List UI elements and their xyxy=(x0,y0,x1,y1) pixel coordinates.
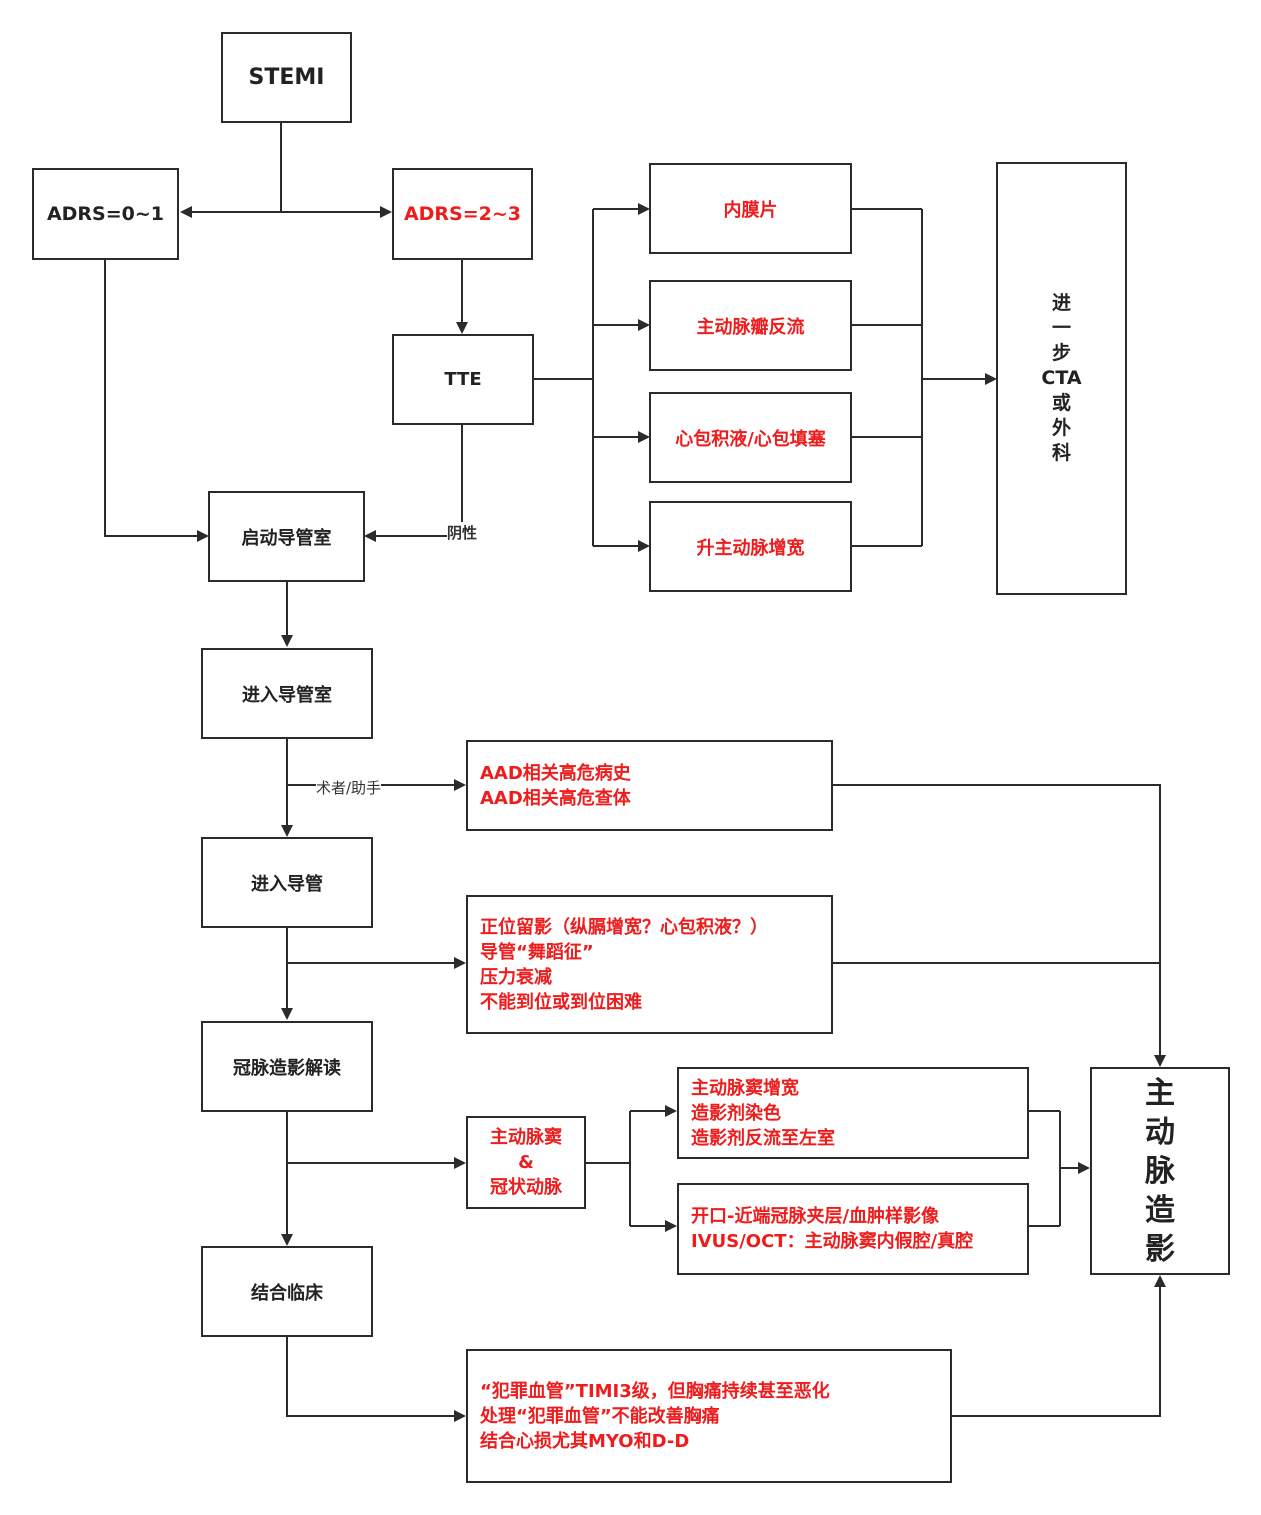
edge-clinical-to-findings xyxy=(286,1337,466,1422)
further-char: 步 xyxy=(1051,342,1071,364)
ostium-finding-line: IVUS/OCT：主动脉窦内假腔/真腔 xyxy=(691,1231,974,1252)
edge-tte-negative xyxy=(364,425,463,542)
aortography-char: 影 xyxy=(1145,1231,1175,1267)
sinus-finding-line: 造影剂染色 xyxy=(691,1102,781,1124)
node-catheter-signs: 正位留影（纵膈增宽？心包积液？） 导管“舞蹈征” 压力衰减 不能到位或到位困难 xyxy=(466,895,833,1034)
node-further-cta-surgery: 进 一 步 CTA 或 外 科 xyxy=(996,162,1127,595)
node-intimal-flap: 内膜片 xyxy=(649,163,852,254)
node-pericardial-effusion: 心包积液/心包填塞 xyxy=(649,392,852,483)
aad-risk-line: AAD相关高危病史 xyxy=(480,762,631,784)
sinus-coronary-line: & xyxy=(518,1152,534,1173)
aortography-char: 脉 xyxy=(1145,1153,1175,1189)
node-enter-cath-lab: 进入导管室 xyxy=(201,648,373,739)
clinical-finding-line: “犯罪血管”TIMI3级，但胸痛持续甚至恶化 xyxy=(480,1380,830,1402)
further-char: CTA xyxy=(1041,367,1082,389)
sinus-coronary-line: 冠状动脉 xyxy=(490,1177,562,1198)
aortography-char: 主 xyxy=(1145,1075,1175,1111)
node-adrs-low: ADRS=0~1 xyxy=(32,168,179,260)
clinical-finding-line: 处理“犯罪血管”不能改善胸痛 xyxy=(480,1405,720,1427)
further-char: 进 xyxy=(1051,292,1071,314)
edge-label-negative: 阴性 xyxy=(447,522,478,543)
node-tte: TTE xyxy=(392,334,534,425)
aortography-char: 动 xyxy=(1145,1114,1175,1150)
catheter-sign-line: 压力衰减 xyxy=(480,966,552,988)
node-aortic-regurgitation: 主动脉瓣反流 xyxy=(649,280,852,371)
node-combine-clinical: 结合临床 xyxy=(201,1246,373,1337)
node-ostium-findings: 开口-近端冠脉夹层/血肿样影像 IVUS/OCT：主动脉窦内假腔/真腔 xyxy=(677,1183,1029,1275)
further-char: 科 xyxy=(1051,442,1071,464)
node-aortography: 主 动 脉 造 影 xyxy=(1090,1067,1230,1275)
clinical-finding-line: 结合心损尤其MYO和D-D xyxy=(480,1430,690,1452)
node-aad-risk: AAD相关高危病史 AAD相关高危查体 xyxy=(466,740,833,831)
node-ascending-dilation: 升主动脉增宽 xyxy=(649,501,852,592)
edge-aad-to-aortography xyxy=(833,784,1166,1067)
node-sinus-coronary: 主动脉窦 & 冠状动脉 xyxy=(466,1116,586,1209)
node-activate-cath-lab: 启动导管室 xyxy=(208,491,365,582)
edge-clinical-findings-to-aortography xyxy=(951,1275,1166,1417)
sinus-coronary-line: 主动脉窦 xyxy=(490,1127,562,1148)
node-enter-catheter: 进入导管 xyxy=(201,837,373,928)
aad-risk-line: AAD相关高危查体 xyxy=(480,787,631,809)
further-char: 一 xyxy=(1051,317,1071,339)
node-clinical-findings: “犯罪血管”TIMI3级，但胸痛持续甚至恶化 处理“犯罪血管”不能改善胸痛 结合… xyxy=(466,1349,952,1483)
catheter-sign-line: 不能到位或到位困难 xyxy=(480,991,642,1013)
further-char: 或 xyxy=(1051,392,1071,414)
ostium-finding-line: 开口-近端冠脉夹层/血肿样影像 xyxy=(691,1206,940,1227)
catheter-sign-line: 正位留影（纵膈增宽？心包积液？） xyxy=(480,916,768,938)
node-stemi: STEMI xyxy=(221,32,352,123)
sinus-finding-line: 造影剂反流至左室 xyxy=(691,1127,835,1149)
catheter-sign-line: 导管“舞蹈征” xyxy=(480,941,594,963)
edge-label-operator: 术者/助手 xyxy=(316,777,382,798)
further-char: 外 xyxy=(1051,417,1071,439)
edge-adrs-low-to-activate xyxy=(104,260,209,542)
node-coronary-reading: 冠脉造影解读 xyxy=(201,1021,373,1112)
node-adrs-high: ADRS=2~3 xyxy=(392,168,533,260)
sinus-finding-line: 主动脉窦增宽 xyxy=(691,1077,799,1099)
aortography-char: 造 xyxy=(1145,1192,1175,1228)
node-sinus-findings: 主动脉窦增宽 造影剂染色 造影剂反流至左室 xyxy=(677,1067,1029,1159)
